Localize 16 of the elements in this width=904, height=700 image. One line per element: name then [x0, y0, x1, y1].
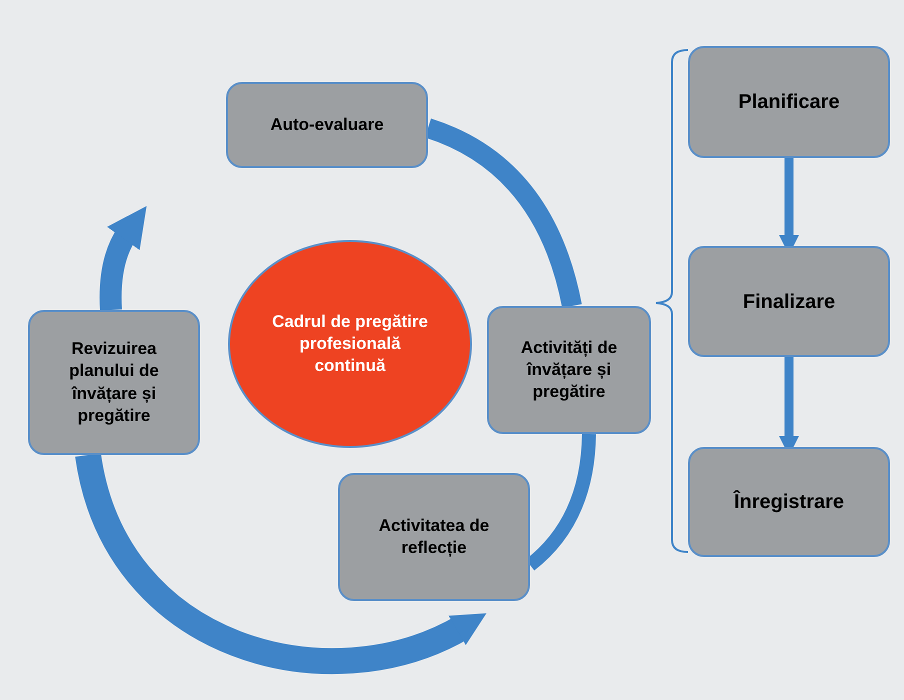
- step-box: [487, 306, 651, 434]
- node-label: Înregistrare: [734, 489, 844, 515]
- node-label: Activitatea de reflecție: [378, 514, 490, 559]
- node-label: Revizuirea planului de învățare și pregătire: [68, 338, 160, 427]
- step-box: [28, 310, 200, 455]
- node-label: Planificare: [738, 90, 840, 115]
- step-box: [688, 246, 890, 357]
- arrow: [75, 452, 488, 674]
- node-label: Cadrul de pregătire profesională continuă: [271, 310, 429, 378]
- step-box: [338, 473, 530, 601]
- step-box: [688, 46, 890, 158]
- node-label: Auto-evaluare: [270, 114, 384, 136]
- step-box: [226, 82, 428, 168]
- node-label: Activități de învățare și pregătire: [520, 336, 618, 404]
- step-box: [688, 447, 890, 557]
- node-label: Finalizare: [742, 290, 836, 314]
